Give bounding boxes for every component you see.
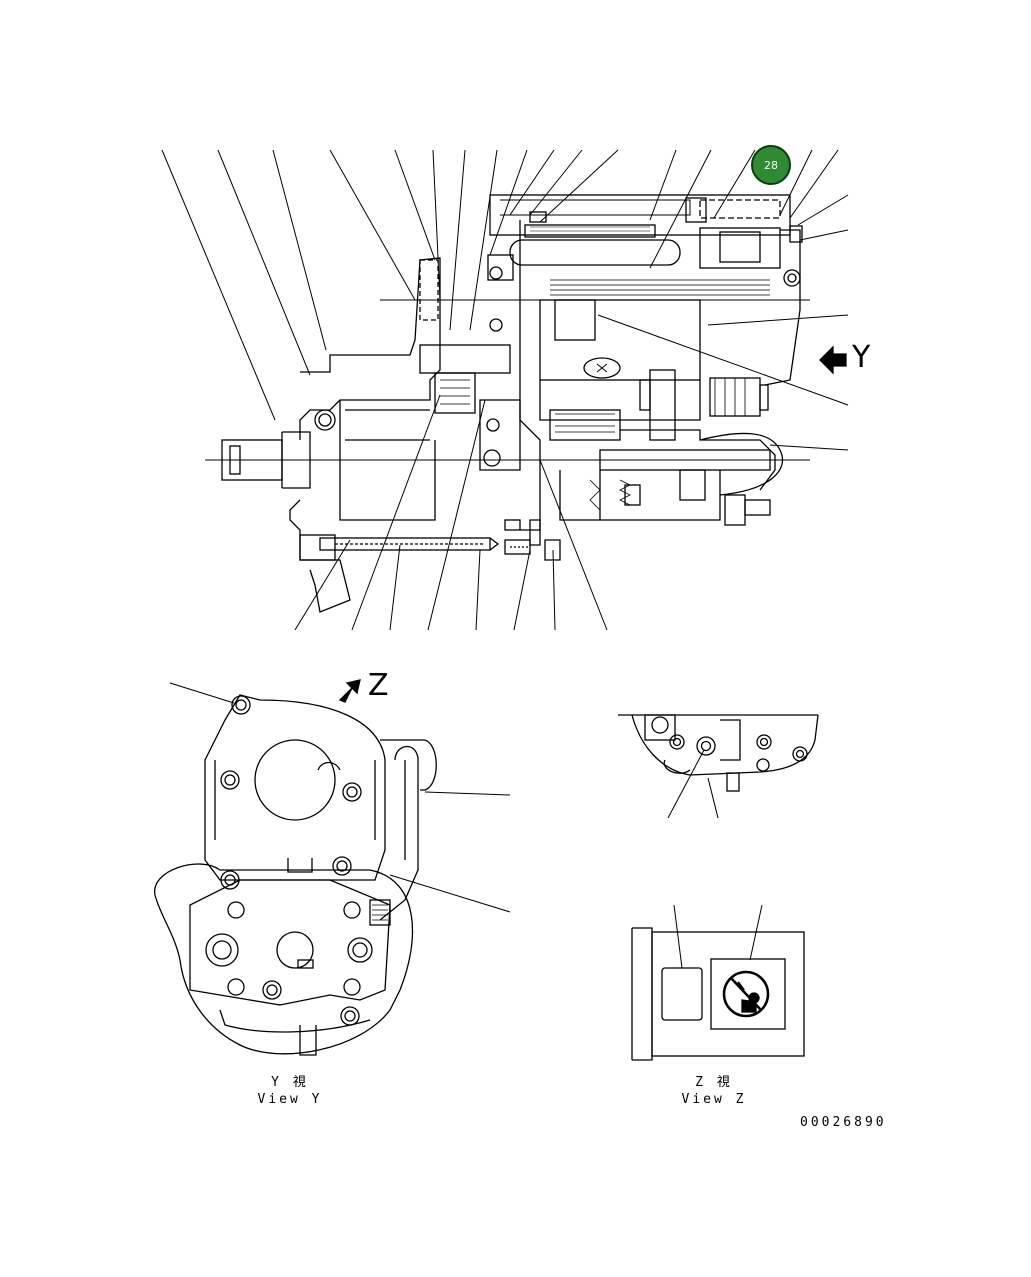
view-y-drawing [154,679,437,1056]
callout-marker[interactable]: 28 [751,145,791,185]
view-y-caption: Y 視 View Y [240,1074,340,1108]
view-z-arrow-label: Z [368,668,389,703]
starter-section-view [205,194,847,613]
drawing-number: 00026890 [800,1115,887,1130]
view-z-caption: Z 視 View Z [664,1074,764,1108]
leader-lines-view-z-bottom [673,904,763,969]
view-z-caption-jp: Z 視 [695,1075,733,1090]
view-y-arrow-label: Y [852,340,871,375]
leader-lines-view-z-top [667,749,719,819]
view-z-bottom-drawing [631,927,805,1061]
leader-lines-view-y [169,682,511,913]
leader-lines-main [161,149,849,631]
view-y-caption-en: View Y [257,1092,323,1107]
view-z-caption-en: View Z [681,1092,747,1107]
view-y-caption-jp: Y 視 [271,1075,309,1090]
view-z-top-drawing [618,714,819,792]
